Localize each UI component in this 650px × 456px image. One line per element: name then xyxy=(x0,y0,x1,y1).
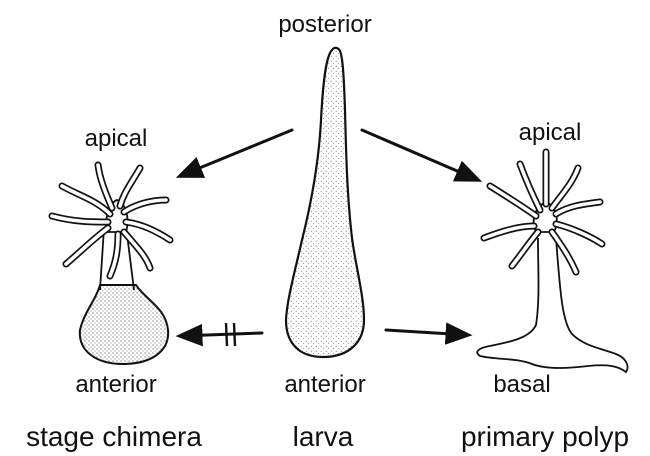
label-apical-right: apical xyxy=(519,119,582,146)
label-posterior: posterior xyxy=(278,11,371,38)
arrow-posterior-to-polyp-apical xyxy=(362,130,478,180)
polyp-figure xyxy=(477,152,627,372)
label-basal: basal xyxy=(493,371,550,398)
caption-primary-polyp: primary polyp xyxy=(461,421,629,452)
caption-larva: larva xyxy=(293,421,354,452)
label-anterior-left: anterior xyxy=(75,371,156,398)
caption-stage-chimera: stage chimera xyxy=(26,421,202,452)
arrow-anterior-to-chimera-blocked xyxy=(180,333,262,336)
larva-figure xyxy=(286,48,364,357)
larva-body xyxy=(286,48,364,357)
chimera-figure xyxy=(52,165,170,364)
label-apical-left: apical xyxy=(85,125,148,152)
chimera-foot xyxy=(80,285,168,364)
arrow-posterior-to-chimera-apical xyxy=(180,130,292,176)
polyp-base xyxy=(477,238,627,372)
label-anterior-center: anterior xyxy=(284,371,365,398)
arrow-anterior-to-polyp-basal xyxy=(386,330,468,335)
